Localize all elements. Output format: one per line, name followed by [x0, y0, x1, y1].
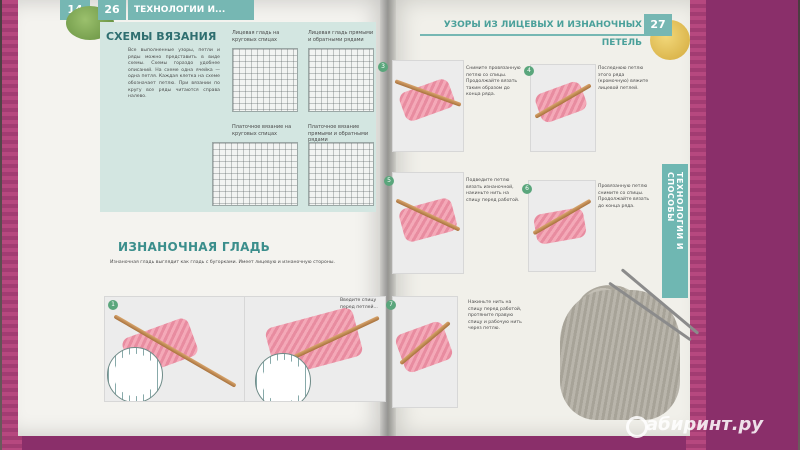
- step-photo-7: [392, 296, 458, 408]
- step-badge-1: 1: [108, 300, 118, 310]
- step-caption-2: Введите спицу перед петлей...: [340, 298, 378, 310]
- chart-grid-4: [308, 142, 374, 206]
- step-photo-2: [244, 296, 386, 402]
- watermark-logo-icon: [626, 416, 648, 438]
- right-header: УЗОРЫ ИЗ ЛИЦЕВЫХ И ИЗНАНОЧНЫХ ПЕТЕЛЬ: [420, 16, 648, 48]
- step-photo-5: [392, 172, 464, 274]
- step-photo-3: [392, 60, 464, 152]
- grid-caption-3: Платочное вязание на круговых спицах: [232, 124, 292, 137]
- watermark-text: абиринт.ру: [646, 414, 764, 435]
- step-caption-7: Накиньте нить на спицу перед работой, пр…: [468, 300, 522, 332]
- side-tab: ТЕХНОЛОГИИ И СПОСОБЫ: [662, 164, 688, 298]
- step-caption-5: Подведите петлю вязать изнаночной, накин…: [466, 178, 520, 203]
- chart-grid-1: [232, 48, 298, 112]
- chart-grid-3: [212, 142, 298, 206]
- schemes-title: СХЕМЫ ВЯЗАНИЯ: [106, 30, 217, 43]
- left-header: ТЕХНОЛОГИИ И...: [128, 0, 254, 20]
- side-tab-label: ТЕХНОЛОГИИ И СПОСОБЫ: [666, 172, 684, 250]
- step-photo-1: [104, 296, 246, 402]
- left-decorative-strip: [2, 0, 22, 450]
- schemes-text: Все выполненные узоры, петли и ряды можн…: [128, 48, 220, 100]
- step-caption-3: Снимите провязанную петлю со спицы. Прод…: [466, 66, 521, 98]
- right-page-number: 27: [644, 14, 672, 36]
- stitch-diagram: [107, 347, 163, 401]
- step-photo-4: [530, 64, 596, 152]
- left-page-number-2: 26: [98, 0, 126, 20]
- grid-caption-4: Платочное вязание прямыми и обратными ря…: [308, 124, 369, 143]
- step-badge-6: 6: [522, 184, 532, 194]
- knitted-sock: [560, 290, 680, 420]
- step-badge-7: 7: [386, 300, 396, 310]
- chart-grid-2: [308, 48, 374, 112]
- step-caption-4: Последнюю петлю этого ряда (кромочную) в…: [598, 66, 649, 91]
- step-badge-3: 3: [378, 62, 388, 72]
- grid-caption-1: Лицевая гладь на круговых спицах: [232, 30, 280, 43]
- section-title: ИЗНАНОЧНАЯ ГЛАДЬ: [118, 240, 271, 254]
- step-caption-6: Провязанную петлю снимите со спицы. Прод…: [598, 184, 650, 209]
- schemes-panel: СХЕМЫ ВЯЗАНИЯ Все выполненные узоры, пет…: [100, 22, 376, 212]
- stitch-diagram: [255, 353, 311, 401]
- step-photo-6: [528, 180, 596, 272]
- section-text: Изнаночная гладь выглядит как гладь с бу…: [110, 260, 335, 265]
- step-badge-4: 4: [524, 66, 534, 76]
- grid-caption-2: Лицевая гладь прямыми и обратными рядами: [308, 30, 374, 43]
- step-badge-5: 5: [384, 176, 394, 186]
